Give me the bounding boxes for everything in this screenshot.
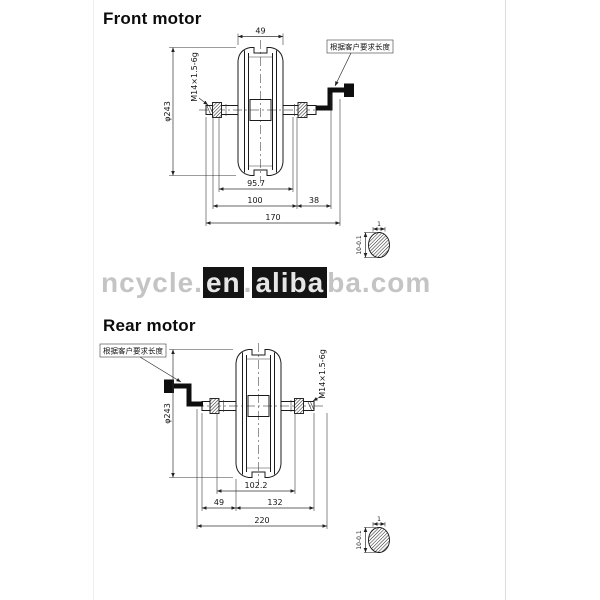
rear-motor-drawing: 根据客户要求长度 φ243 M14×1.5-6g (99, 343, 390, 553)
watermark-segment: . (243, 267, 253, 298)
front-right-axle-nut (297, 102, 308, 118)
front-note-text: 根据客户要求长度 (330, 42, 390, 52)
front-motor-drawing: 根据客户要求长度 49 φ243 M14×1.5-6g (163, 27, 394, 258)
front-dim-100-label: 100 (247, 196, 262, 205)
page-edge-right (505, 0, 506, 600)
rear-hub-body (235, 349, 282, 478)
front-hub-body (237, 47, 284, 176)
rear-note-text: 根据客户要求长度 (103, 346, 163, 356)
watermark-segment-boxed: en (202, 267, 244, 298)
rear-dim-thread: M14×1.5-6g (312, 349, 327, 402)
rear-axle-section-detail: 1 10-0.1 (356, 516, 390, 553)
rear-cable-length-note: 根据客户要求长度 (99, 343, 182, 383)
page-edge-left (93, 0, 94, 600)
front-detail-flat-label: 1 (377, 221, 381, 228)
rear-dim-220-label: 220 (254, 516, 269, 525)
rear-motor-cable (164, 379, 203, 407)
watermark-segment: ncycle. (101, 267, 203, 298)
front-dim-diameter-label: φ243 (163, 101, 172, 122)
rear-thread-label: M14×1.5-6g (318, 349, 327, 399)
watermark-segment: ba.com (327, 267, 432, 298)
front-axle-section-detail: 1 10-0.1 (356, 221, 390, 258)
front-motor-cable (316, 83, 354, 111)
front-bottom-dimensions: 95.7 100 38 170 (205, 94, 341, 226)
rear-note-leader (139, 356, 182, 383)
rear-cable-connector (164, 379, 174, 393)
front-dim-38-label: 38 (309, 196, 319, 205)
rear-dim-49-label: 49 (214, 498, 224, 507)
rear-dim-132-label: 132 (267, 498, 282, 507)
front-dim-170-label: 170 (265, 213, 280, 222)
front-dim-hub-width: 49 (237, 27, 284, 45)
front-dim-49-label: 49 (255, 27, 265, 36)
front-thread-label: M14×1.5-6g (190, 52, 199, 102)
rear-detail-flat-label: 1 (377, 516, 381, 523)
front-cable-length-note: 根据客户要求长度 (326, 39, 394, 87)
rear-axle (201, 398, 315, 414)
front-detail-width-label: 10-0.1 (356, 235, 363, 255)
front-note-leader (334, 52, 352, 87)
front-axle-section-shape (368, 232, 390, 258)
rear-left-axle-nut (209, 398, 220, 414)
rear-dim-diameter: φ243 (163, 349, 233, 478)
front-left-axle-nut (212, 102, 222, 118)
front-dim-diameter: φ243 (163, 47, 236, 176)
front-motor-title: Front motor (103, 9, 202, 28)
rear-axle-section-shape (368, 527, 390, 553)
front-cable-connector (344, 83, 354, 97)
rear-dim-102-2-label: 102.2 (245, 481, 268, 490)
rear-bottom-dimensions: 102.2 49 132 220 (196, 409, 328, 529)
rear-detail-width-label: 10-0.1 (356, 530, 363, 550)
rear-dim-diameter-label: φ243 (163, 403, 172, 424)
watermark-segment-boxed: aliba (252, 267, 328, 298)
rear-motor-title: Rear motor (103, 316, 196, 335)
front-dim-95-7-label: 95.7 (247, 179, 265, 188)
front-dim-thread: M14×1.5-6g (190, 52, 209, 106)
rear-right-axle-nut (294, 398, 304, 414)
